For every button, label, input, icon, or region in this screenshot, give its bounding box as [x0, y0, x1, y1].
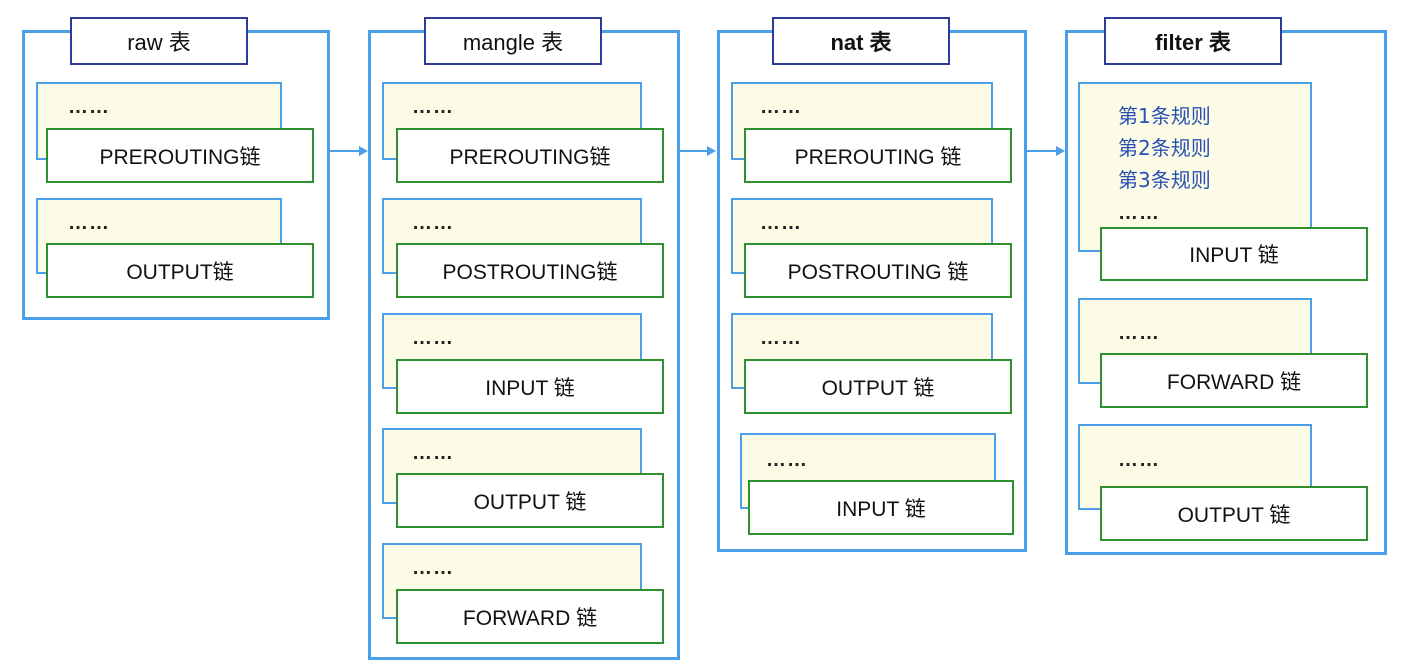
filter-input-rules: …… [1118, 202, 1160, 224]
nat-output-chain: OUTPUT 链 [744, 359, 1012, 414]
raw-prerouting-rules: …… [68, 96, 110, 118]
raw-output-chain: OUTPUT链 [46, 243, 314, 298]
nat-prerouting-rules: …… [760, 96, 802, 118]
nat-prerouting-chain: PREROUTING 链 [744, 128, 1012, 183]
filter-rule-1: 第1条规则 [1118, 104, 1211, 128]
nat-postrouting-chain: POSTROUTING 链 [744, 243, 1012, 298]
filter-output-rules: …… [1118, 449, 1160, 471]
raw-prerouting-chain: PREROUTING链 [46, 128, 314, 183]
mangle-postrouting-chain: POSTROUTING链 [396, 243, 664, 298]
mangle-input-chain: INPUT 链 [396, 359, 664, 414]
mangle-output-rules: …… [412, 442, 454, 464]
arrow-mangle-to-nat [680, 146, 716, 156]
mangle-postrouting-rules: …… [412, 212, 454, 234]
filter-table-title: filter 表 [1104, 17, 1282, 65]
nat-input-rules: …… [766, 449, 808, 471]
mangle-forward-chain: FORWARD 链 [396, 589, 664, 644]
filter-rule-3: 第3条规则 [1118, 168, 1211, 192]
nat-input-chain: INPUT 链 [748, 480, 1014, 535]
mangle-table-title: mangle 表 [424, 17, 602, 65]
nat-table-title: nat 表 [772, 17, 950, 65]
filter-forward-chain: FORWARD 链 [1100, 353, 1368, 408]
filter-input-chain: INPUT 链 [1100, 227, 1368, 281]
mangle-output-chain: OUTPUT 链 [396, 473, 664, 528]
raw-output-rules: …… [68, 212, 110, 234]
arrow-raw-to-mangle [330, 146, 368, 156]
mangle-prerouting-rules: …… [412, 96, 454, 118]
raw-table-title: raw 表 [70, 17, 248, 65]
filter-input-rules-box [1078, 82, 1312, 252]
mangle-forward-rules: …… [412, 557, 454, 579]
nat-output-rules: …… [760, 327, 802, 349]
filter-forward-rules: …… [1118, 322, 1160, 344]
mangle-prerouting-chain: PREROUTING链 [396, 128, 664, 183]
filter-rule-2: 第2条规则 [1118, 136, 1211, 160]
nat-postrouting-rules: …… [760, 212, 802, 234]
arrow-nat-to-filter [1027, 146, 1065, 156]
mangle-input-rules: …… [412, 327, 454, 349]
filter-output-chain: OUTPUT 链 [1100, 486, 1368, 541]
